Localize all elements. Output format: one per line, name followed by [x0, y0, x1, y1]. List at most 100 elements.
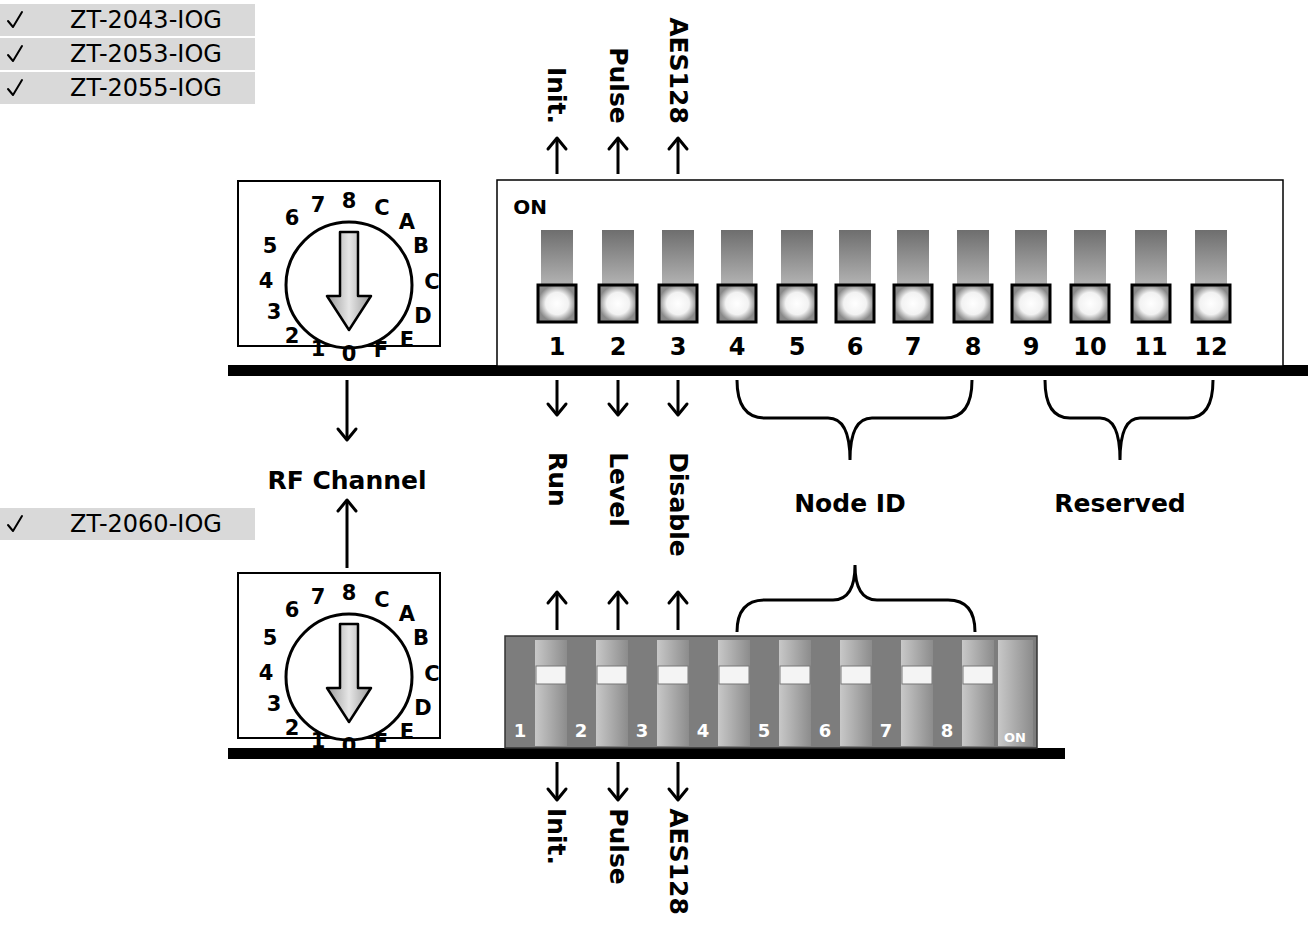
arrow-head — [548, 138, 566, 149]
model-name: ZT-2043-IOG — [70, 8, 222, 32]
dip-knob — [954, 285, 992, 322]
switch-number: 4 — [729, 335, 746, 359]
dial-position: 8 — [342, 191, 357, 212]
group-label: Reserved — [1054, 491, 1186, 516]
pointer-arrow — [669, 592, 687, 630]
rotary-pointer — [327, 232, 371, 330]
dip-slot — [1135, 230, 1167, 286]
pointer-arrow — [338, 500, 356, 568]
dip-lever-track — [596, 640, 628, 746]
dip-slot — [1195, 230, 1227, 286]
dip-slot — [957, 230, 989, 286]
dip-knob — [718, 285, 756, 322]
dip-knob — [1012, 285, 1050, 322]
arrow-shaft — [556, 138, 559, 174]
pointer-arrow — [609, 762, 627, 800]
arrow-shaft — [677, 380, 680, 415]
dip-slot — [897, 230, 929, 286]
pointer-arrow — [548, 592, 566, 630]
model-name: ZT-2055-IOG — [70, 76, 222, 100]
dip-slot — [541, 230, 573, 286]
dial-position: 4 — [259, 271, 274, 292]
arrow-shaft — [556, 592, 559, 630]
pointer-arrow — [609, 380, 627, 415]
dial-position: C — [424, 664, 439, 685]
arrow-head — [609, 592, 627, 603]
pointer-arrow — [548, 380, 566, 415]
pointer-arrow — [669, 762, 687, 800]
dial-position: 3 — [267, 302, 282, 323]
dial-position: C — [374, 590, 389, 611]
setting-label: Level — [606, 452, 631, 527]
dial-position: A — [399, 604, 415, 625]
dip-lever — [963, 666, 993, 684]
dial-position: 7 — [311, 587, 326, 608]
switch-number: 4 — [697, 722, 710, 740]
dial-position: B — [413, 236, 429, 257]
switch-number: 7 — [880, 722, 893, 740]
arrow-head — [609, 789, 627, 800]
pointer-arrow — [338, 380, 356, 440]
check-mark — [8, 12, 22, 27]
dip-lever-track — [779, 640, 811, 746]
dip-housing — [505, 636, 1037, 748]
grouping-brace — [737, 565, 975, 632]
dip-knob — [1071, 285, 1109, 322]
dial-position: D — [414, 698, 431, 719]
rotary-switch — [238, 573, 440, 740]
arrow-shaft — [617, 138, 620, 174]
arrow-shaft — [346, 380, 349, 440]
pointer-arrow — [669, 380, 687, 415]
switch-number: 2 — [610, 335, 627, 359]
dial-position: C — [374, 198, 389, 219]
arrow-shaft — [677, 762, 680, 800]
arrow-head — [548, 789, 566, 800]
dip-knob — [894, 285, 932, 322]
arrow-shaft — [677, 592, 680, 630]
dial-position: 8 — [342, 583, 357, 604]
group-label: Node ID — [794, 491, 906, 516]
dial-position: 5 — [263, 236, 278, 257]
dip-lever — [902, 666, 932, 684]
grouping-brace — [737, 380, 972, 460]
dial-position: B — [413, 628, 429, 649]
dial-position: 6 — [285, 600, 300, 621]
arrow-head — [548, 404, 566, 415]
dial-position: E — [400, 330, 414, 351]
dip-lever-track — [962, 640, 994, 746]
arrow-head — [338, 500, 356, 511]
dial-position: 2 — [285, 326, 300, 347]
model-highlight — [0, 72, 255, 104]
dip-knob — [599, 285, 637, 322]
pointer-arrow — [548, 138, 566, 174]
arrow-shaft — [346, 500, 349, 568]
dip-slot — [839, 230, 871, 286]
model-highlight — [0, 4, 255, 36]
model-highlight — [0, 508, 255, 540]
switch-number: 6 — [847, 335, 864, 359]
dip-lever-track — [840, 640, 872, 746]
setting-label: AES128 — [666, 808, 691, 915]
switch-number: 2 — [575, 722, 588, 740]
dip-lever-track — [535, 640, 567, 746]
dial-position: 0 — [342, 344, 357, 365]
arrow-head — [609, 404, 627, 415]
dip-lever — [597, 666, 627, 684]
arrow-shaft — [617, 762, 620, 800]
model-highlight — [0, 38, 255, 70]
arrow-head — [669, 138, 687, 149]
pointer-arrow — [669, 138, 687, 174]
switch-number: 5 — [758, 722, 771, 740]
dip-slot — [1074, 230, 1106, 286]
dip-lever-track — [657, 640, 689, 746]
dial-position: F — [374, 340, 388, 361]
dip-knob — [659, 285, 697, 322]
arrow-head — [548, 592, 566, 603]
arrow-shaft — [677, 138, 680, 174]
dip-knob — [538, 285, 576, 322]
switch-number: 10 — [1073, 335, 1106, 359]
setting-label: Run — [544, 452, 569, 507]
switch-number: 8 — [965, 335, 982, 359]
